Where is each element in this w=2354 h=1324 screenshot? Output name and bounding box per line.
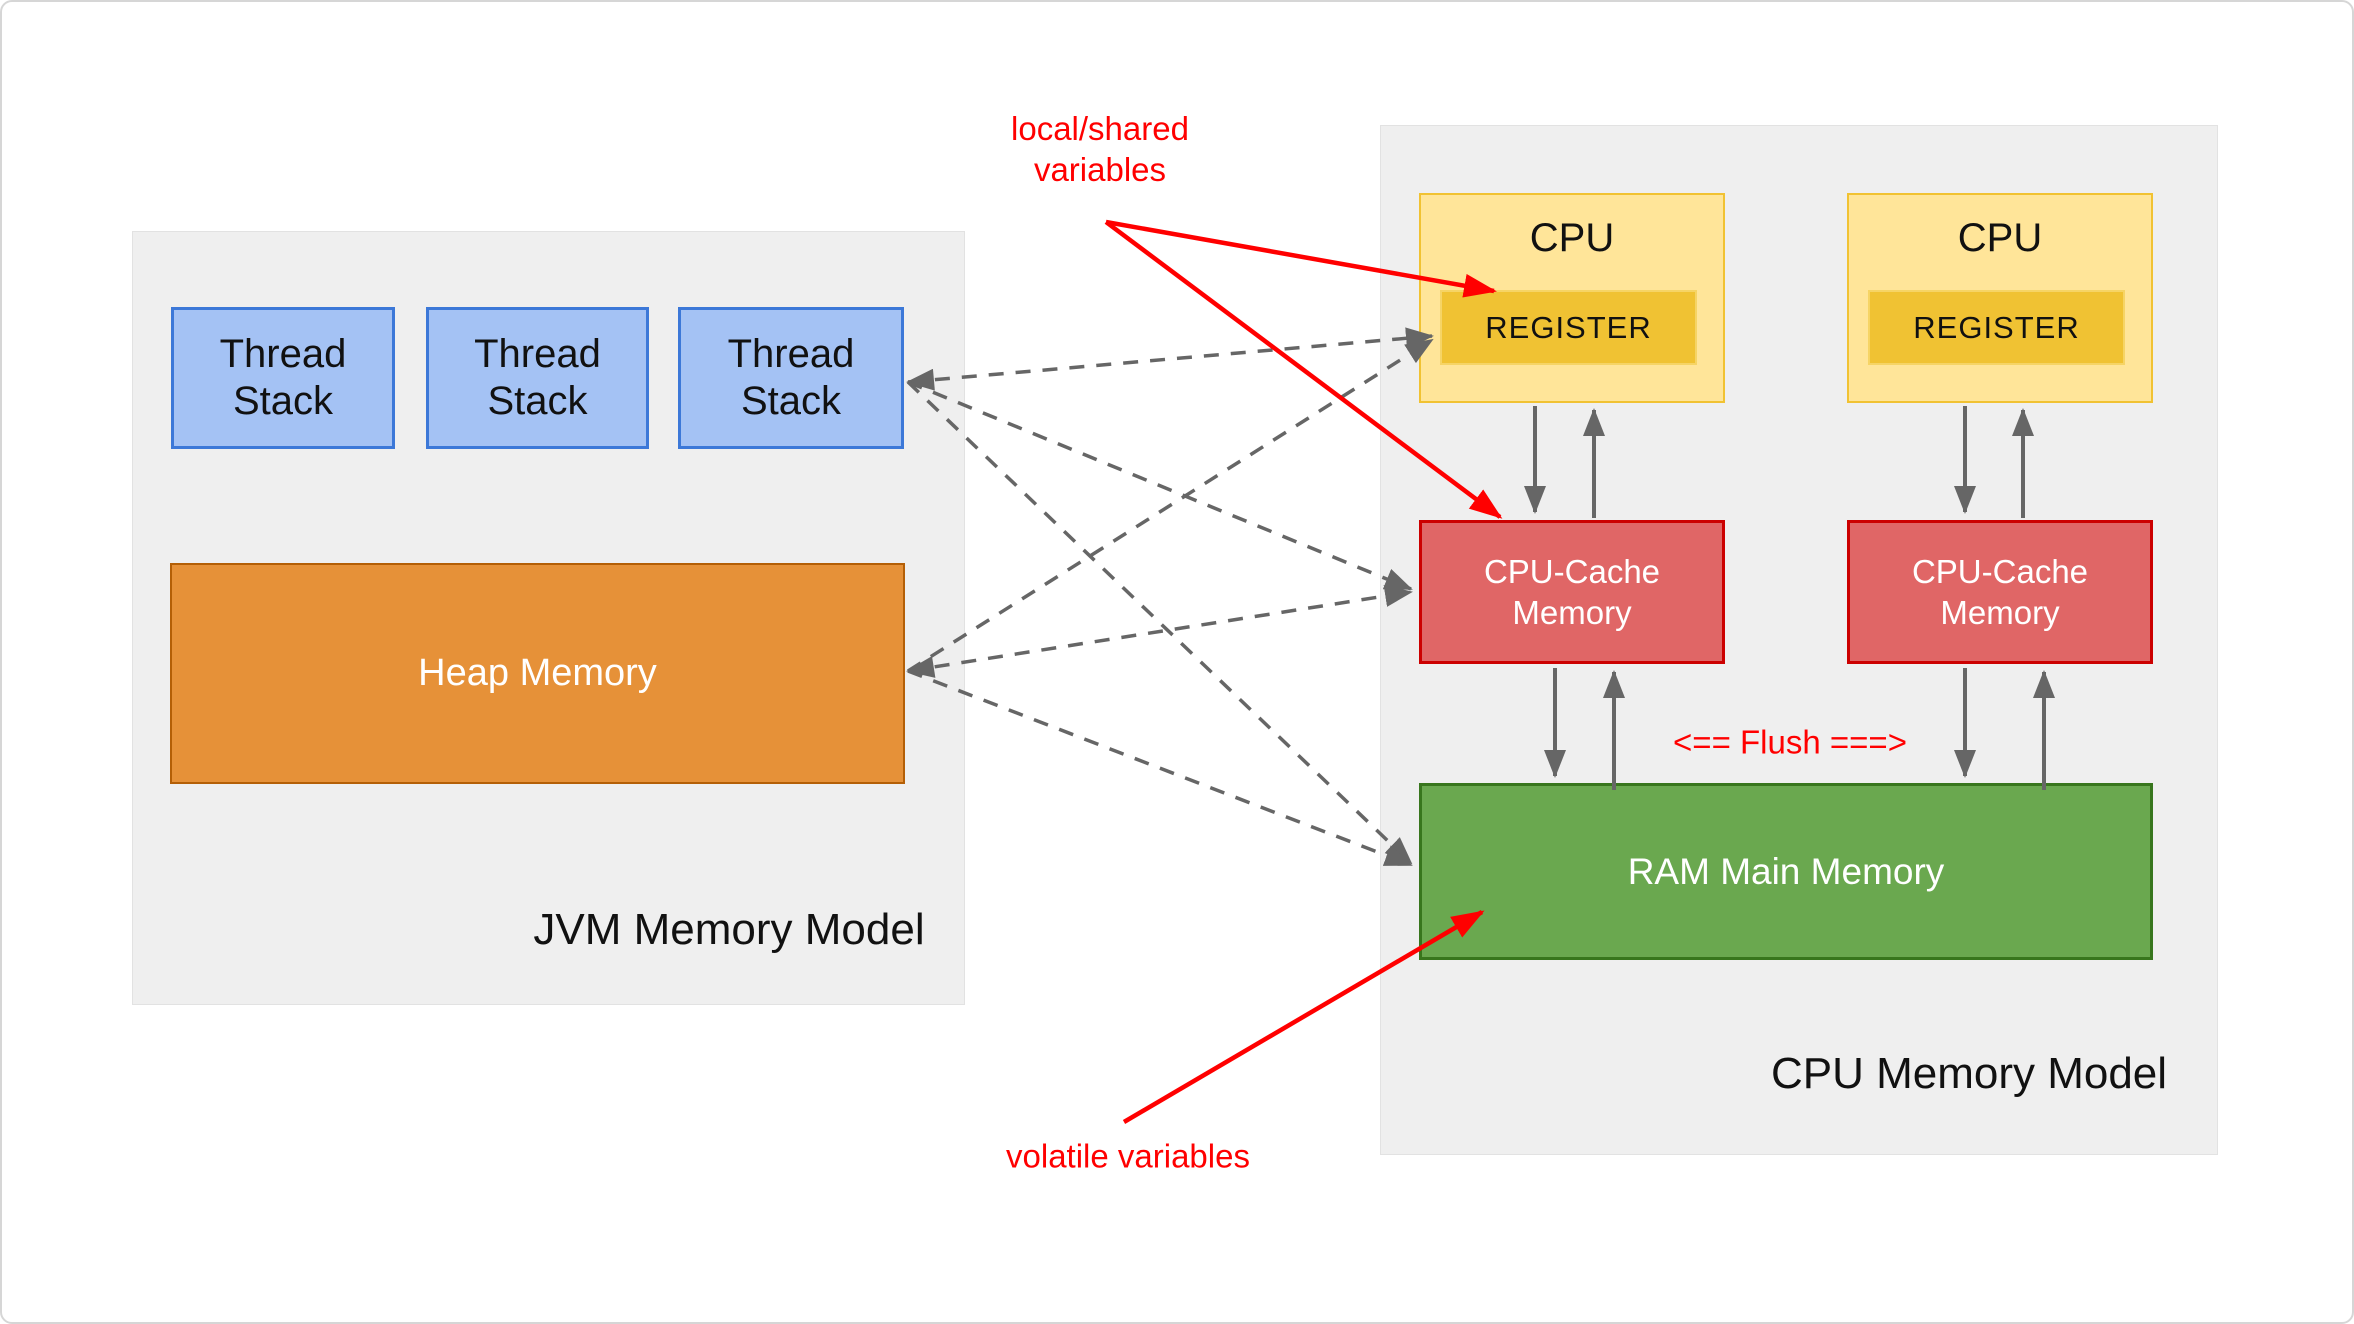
thread-stack-label: Thread Stack: [474, 331, 601, 423]
thread-stack-box-1: Thread Stack: [171, 307, 395, 449]
cpu-cache-box-2: CPU-Cache Memory: [1847, 520, 2153, 664]
cpu-cache-label: CPU-Cache Memory: [1911, 552, 2089, 631]
register-box-2: REGISTER: [1868, 290, 2125, 365]
thread-stack-label: Thread Stack: [219, 331, 347, 423]
cpu-label-2: CPU: [1957, 216, 2043, 260]
link-heap-cache: [906, 585, 1413, 678]
ram-main-memory-label: RAM Main Memory: [1627, 850, 1945, 892]
register-label: REGISTER: [1485, 309, 1652, 345]
link-heap-register: [907, 338, 1434, 673]
thread-stack-box-2: Thread Stack: [426, 307, 649, 449]
local-shared-variables-annotation: local/shared variables: [1011, 110, 1189, 188]
heap-memory-box: Heap Memory: [170, 563, 905, 784]
ram-main-memory-box: RAM Main Memory: [1419, 783, 2153, 960]
register-box-1: REGISTER: [1440, 290, 1697, 365]
link-threadstack-ram: [906, 380, 1413, 865]
jvm-model-title: JVM Memory Model: [533, 905, 925, 954]
cpu-cache-label: CPU-Cache Memory: [1483, 552, 1661, 631]
cpu-cache-box-1: CPU-Cache Memory: [1419, 520, 1725, 664]
thread-stack-label: Thread Stack: [727, 331, 855, 423]
link-threadstack-cache: [907, 380, 1413, 591]
link-heap-ram: [907, 669, 1413, 867]
cpu-model-title: CPU Memory Model: [1770, 1049, 2168, 1098]
link-threadstack-register: [906, 327, 1434, 391]
dashed-links: [906, 327, 1434, 867]
cpu-label-1: CPU: [1529, 216, 1615, 260]
thread-stack-box-3: Thread Stack: [678, 307, 904, 449]
volatile-variables-annotation: volatile variables: [1006, 1137, 1250, 1175]
heap-memory-label: Heap Memory: [418, 652, 657, 694]
register-label: REGISTER: [1913, 309, 2080, 345]
flush-annotation: <== Flush ===>: [1673, 723, 1907, 761]
